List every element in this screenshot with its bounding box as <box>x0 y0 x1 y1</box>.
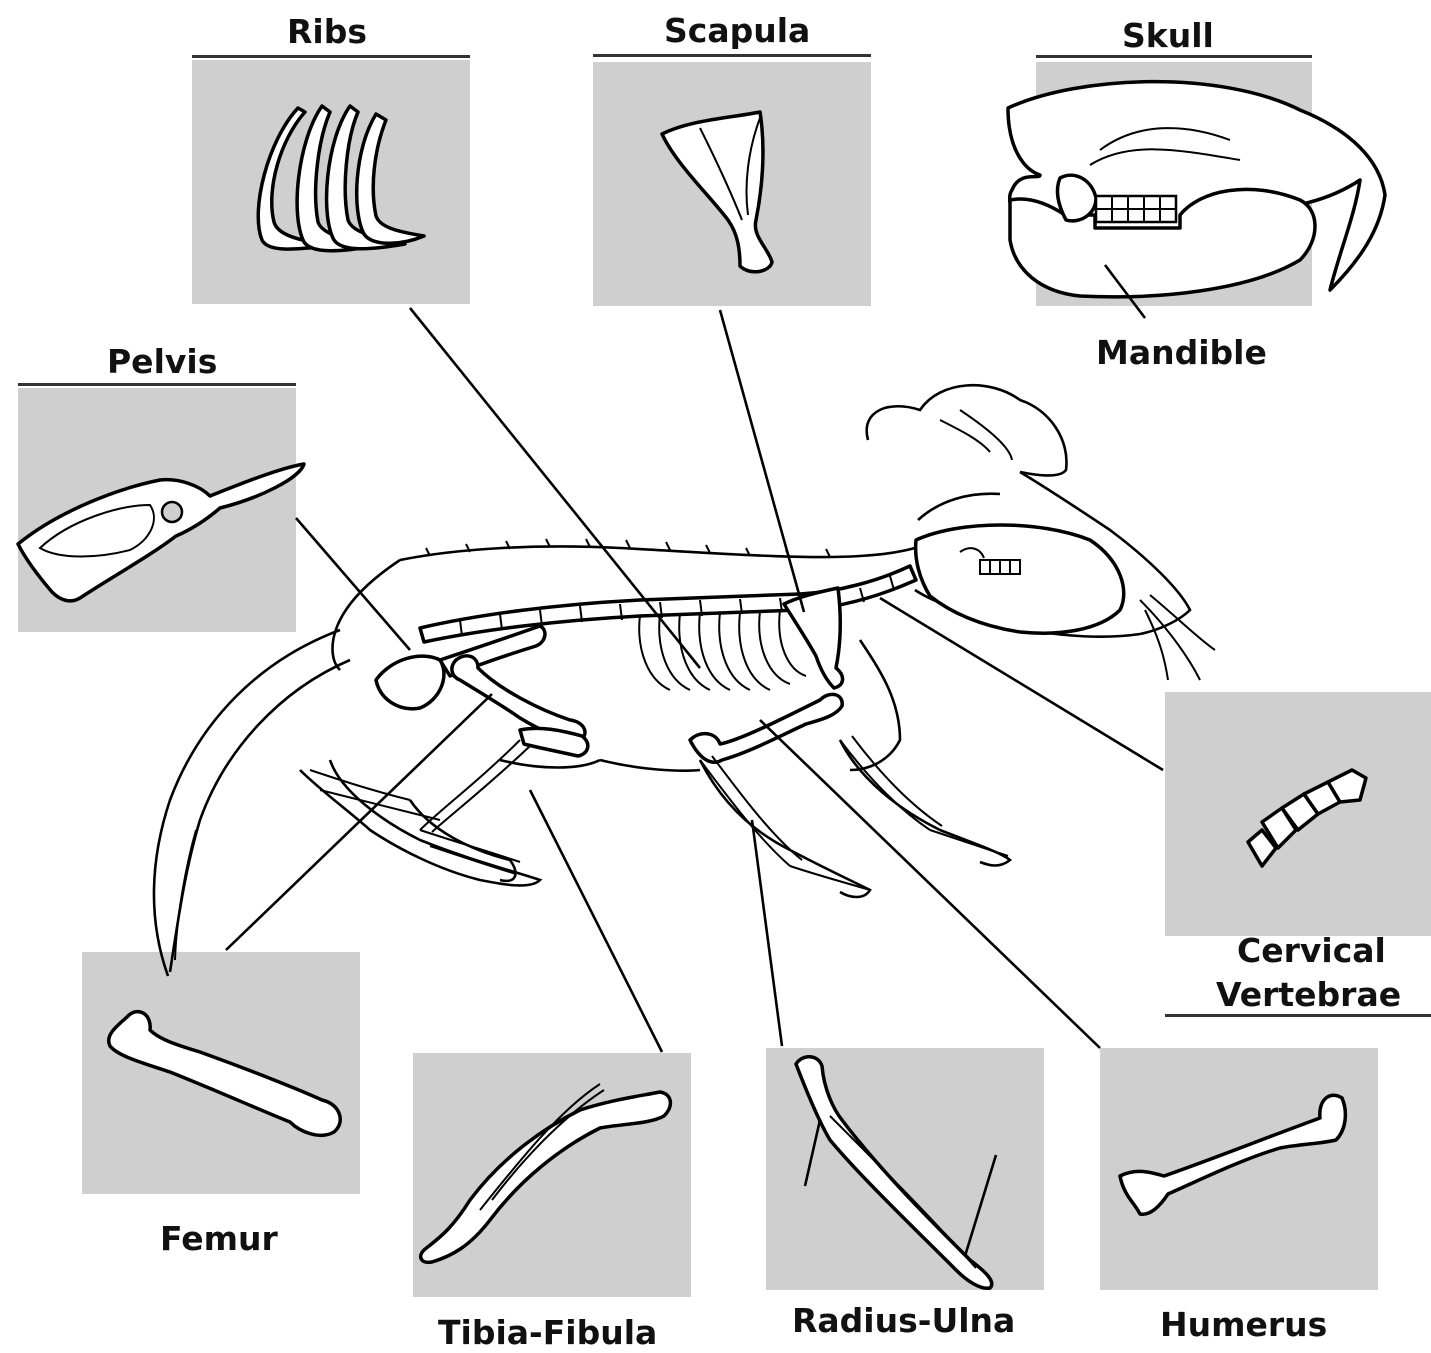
ribs-illustration <box>258 106 424 251</box>
humerus-illustration <box>1120 1095 1345 1214</box>
femur-illustration <box>109 1012 341 1136</box>
mouse-body-illustration <box>154 385 1215 976</box>
skull-illustration <box>1008 82 1385 318</box>
tibia-fibula-leader-line <box>530 790 662 1052</box>
cervical-label-line1: Cervical <box>1237 932 1386 970</box>
scapula-illustration <box>662 112 772 272</box>
humerus-label: Humerus <box>1160 1306 1327 1344</box>
ribs-label: Ribs <box>287 13 367 51</box>
pelvis-illustration <box>18 464 304 601</box>
tibia-fibula-label: Tibia-Fibula <box>438 1314 657 1352</box>
skeleton-illustration <box>310 525 1124 890</box>
tibia-fibula-illustration <box>421 1084 671 1262</box>
scapula-leader-line <box>720 310 804 612</box>
leader-lines <box>226 308 1163 1052</box>
humerus-leader-line <box>760 720 1100 1048</box>
scapula-label: Scapula <box>664 12 810 50</box>
femur-leader-line <box>226 694 492 950</box>
pelvis-label: Pelvis <box>107 343 217 381</box>
femur-label: Femur <box>160 1220 278 1258</box>
skull-label: Skull <box>1122 17 1214 55</box>
cervical-vertebrae-illustration <box>1248 770 1366 866</box>
radius-ulna-label: Radius-Ulna <box>792 1302 1015 1340</box>
mandible-label: Mandible <box>1096 334 1267 372</box>
cervical-label-line2: Vertebrae <box>1216 976 1401 1014</box>
radius-ulna-illustration <box>796 1057 996 1289</box>
pelvis-leader-line <box>296 518 410 650</box>
